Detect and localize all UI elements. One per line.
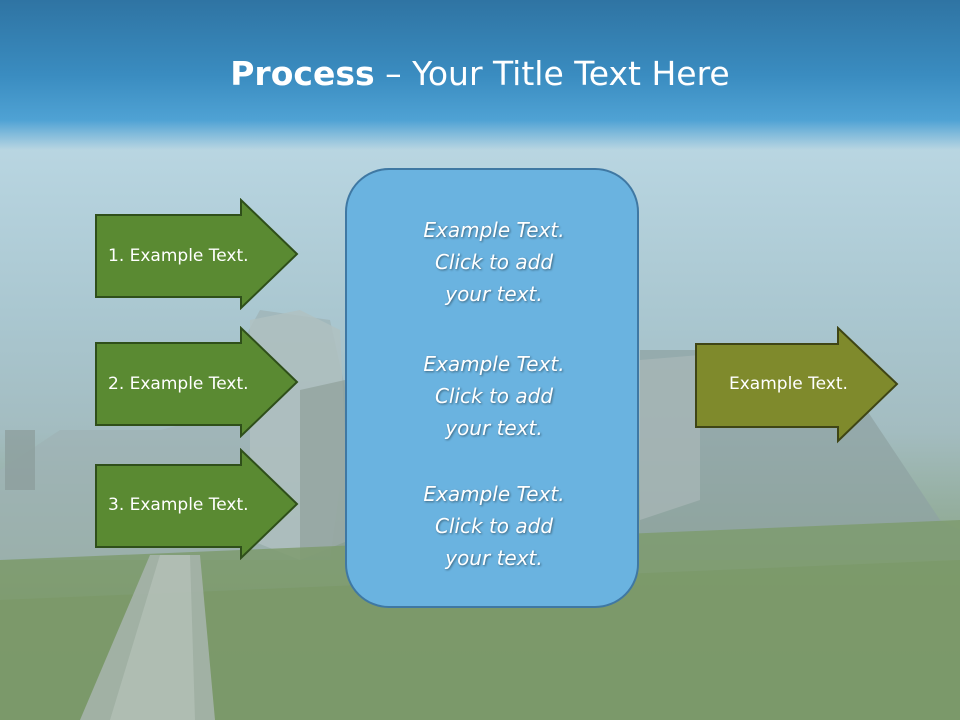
slide-title: Process – Your Title Text Here	[0, 52, 960, 96]
center-text-box[interactable]: Example Text. Click to add your text. Ex…	[345, 168, 639, 608]
center-block-2-line-2: Click to add	[434, 384, 554, 408]
center-block-2-line-3: your text.	[445, 416, 543, 440]
left-arrow-2[interactable]	[94, 326, 300, 438]
right-arrow-label: Example Text.	[729, 374, 848, 394]
header-band	[0, 0, 960, 150]
left-arrow-1-label: 1. Example Text.	[108, 246, 249, 266]
center-block-3-line-1: Example Text.	[423, 482, 565, 506]
title-bold: Process	[230, 54, 375, 93]
center-block-1-line-3: your text.	[445, 282, 543, 306]
center-block-1-line-2: Click to add	[434, 250, 554, 274]
left-arrow-3-label: 3. Example Text.	[108, 495, 249, 515]
center-block-1-line-1: Example Text.	[423, 218, 565, 242]
center-block-3: Example Text. Click to add your text.	[347, 478, 641, 574]
center-block-3-line-3: your text.	[445, 546, 543, 570]
left-arrow-1[interactable]	[94, 198, 300, 310]
left-arrow-3[interactable]	[94, 448, 300, 560]
left-arrow-2-label: 2. Example Text.	[108, 374, 249, 394]
center-block-2: Example Text. Click to add your text.	[347, 348, 641, 444]
center-block-2-line-1: Example Text.	[423, 352, 565, 376]
center-block-3-line-2: Click to add	[434, 514, 554, 538]
center-block-1: Example Text. Click to add your text.	[347, 214, 641, 310]
title-rest: – Your Title Text Here	[374, 54, 730, 93]
right-arrow[interactable]	[694, 326, 900, 444]
